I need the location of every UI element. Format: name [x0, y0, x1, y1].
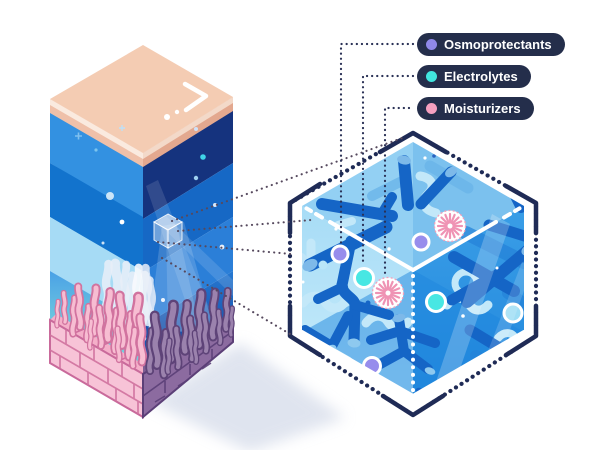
moisturizers-dot-icon [426, 103, 437, 114]
legend-item-electrolytes: Electrolytes [417, 65, 531, 88]
connector-osmoprotectants [339, 42, 415, 247]
water-droplet [502, 302, 524, 324]
osmoprotectant-molecule [411, 232, 431, 252]
layer-light-right [143, 217, 233, 326]
legend-label-electrolytes: Electrolytes [444, 69, 518, 84]
magnifier-lines [156, 135, 407, 336]
hexagon-panel [287, 130, 539, 418]
layer-facet-left [50, 163, 143, 272]
electrolyte-molecule [353, 267, 375, 289]
electrolytes-dot-icon [426, 71, 437, 82]
layer-facet-right [143, 163, 233, 272]
cube-edges [300, 206, 526, 398]
osmoprotectant-molecule [330, 244, 350, 264]
osmoprotectants-dot-icon [426, 39, 437, 50]
hexagon-outline [287, 130, 539, 418]
tissue-block [50, 45, 233, 374]
brick-joints-left [49, 329, 144, 414]
block-shadow [150, 343, 345, 450]
legend-connectors [339, 42, 415, 278]
layer-aqueous-left [50, 111, 143, 219]
connector-electrolytes [361, 74, 415, 267]
legend-label-osmoprotectants: Osmoprotectants [444, 37, 552, 52]
glass-shine [436, 214, 510, 392]
lipid-cap [50, 45, 233, 167]
legend-label-moisturizers: Moisturizers [444, 101, 521, 116]
electrolyte-molecule [425, 291, 447, 313]
cap-shine-mark [182, 81, 209, 113]
legend-item-moisturizers: Moisturizers [417, 97, 534, 120]
layer-aqueous-right [143, 109, 233, 219]
legend-item-osmoprotectants: Osmoprotectants [417, 33, 565, 56]
